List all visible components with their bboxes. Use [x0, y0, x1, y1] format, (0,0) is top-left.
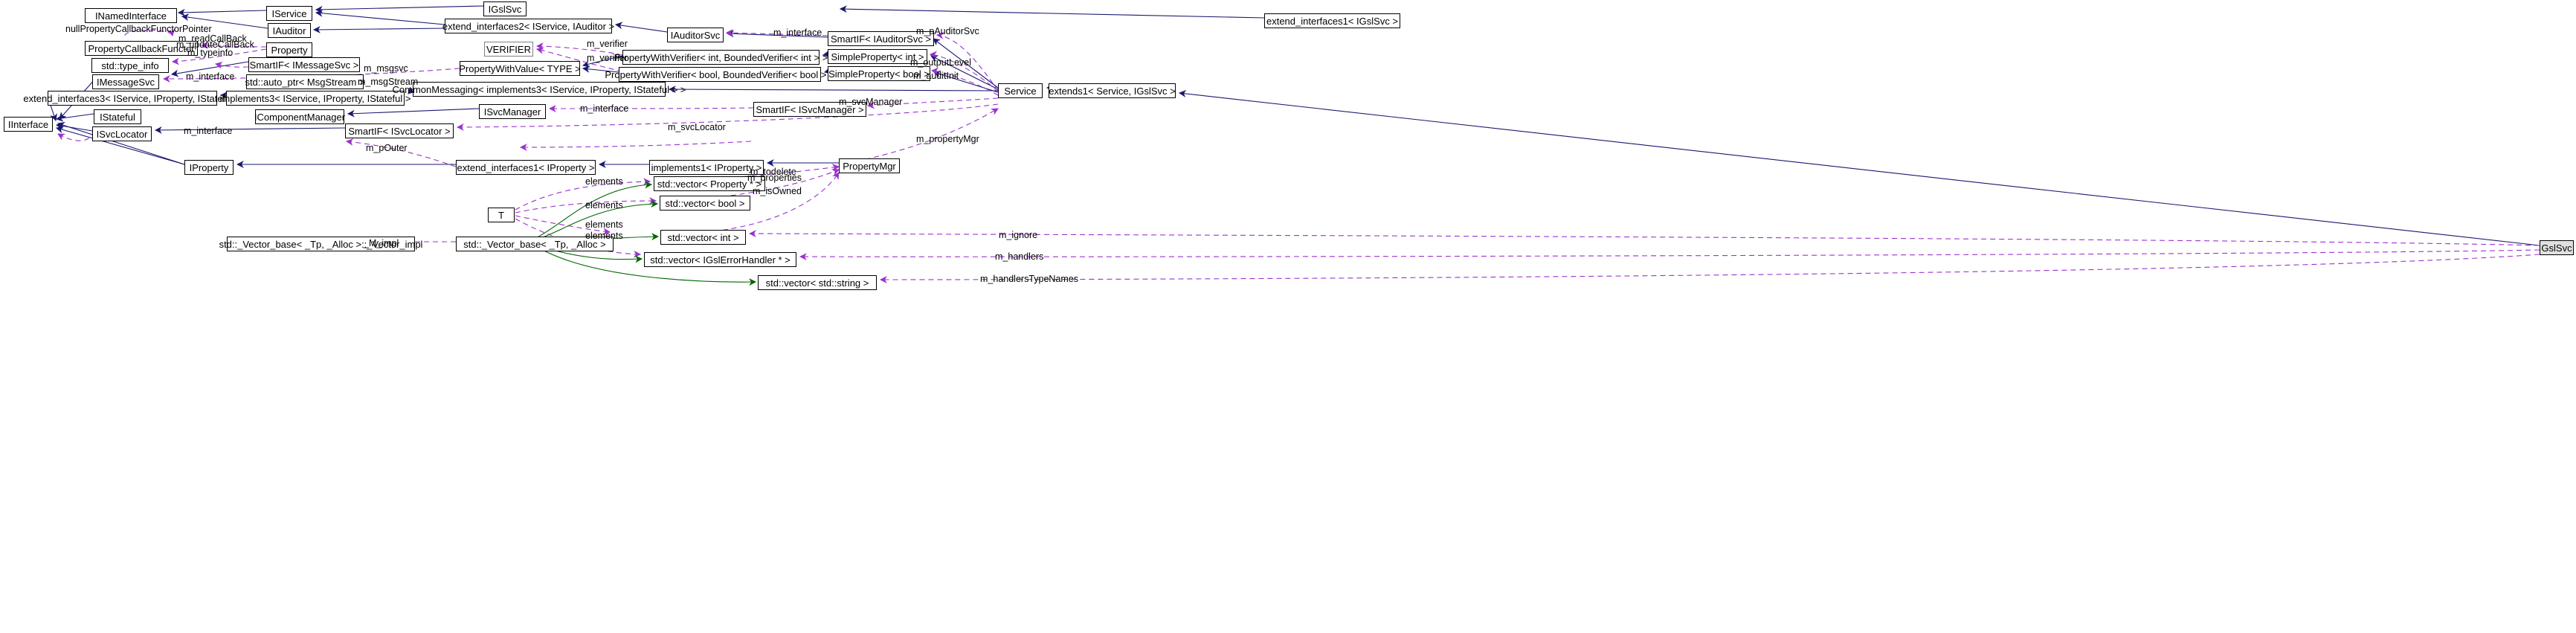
edge-label-elements3: elements	[585, 219, 623, 230]
edge-label-handlerstypenames: m_handlersTypeNames	[980, 274, 1079, 284]
class-node-extends1[interactable]: extends1< Service, IGslSvc >	[1049, 83, 1176, 98]
edge-label-auditinit: m_auditInit	[913, 71, 959, 81]
class-node-property[interactable]: Property	[266, 42, 312, 57]
edge-label-verifier2: m_verifier	[587, 53, 628, 63]
class-node-extend1_iproperty[interactable]: extend_interfaces1< IProperty >	[456, 160, 596, 175]
edge-label-handlers: m_handlers	[995, 251, 1044, 262]
edge-label-msgsvc: m_msgsvc	[364, 63, 408, 74]
edge-label-verifier1: m_verifier	[587, 39, 628, 49]
class-node-icomponentmanager[interactable]: IComponentManager	[254, 109, 345, 124]
class-node-implements3[interactable]: implements3< IService, IProperty, IState…	[220, 91, 411, 106]
class-node-propertymgr[interactable]: PropertyMgr	[839, 158, 900, 173]
edge-label-readcallback: m_readCallBack	[178, 33, 247, 44]
class-node-service[interactable]: Service	[998, 83, 1043, 98]
class-node-imessagesvc[interactable]: IMessageSvc	[92, 74, 159, 89]
class-node-t[interactable]: T	[488, 208, 515, 222]
edge-label-propertymgr: m_propertyMgr	[916, 134, 979, 144]
class-node-iservice[interactable]: IService	[266, 6, 312, 21]
edge-label-ignore: m_ignore	[999, 230, 1038, 240]
edge-label-interface_msgsvc: m_interface	[186, 71, 235, 82]
edge-label-svcmanager: m_svcManager	[839, 97, 903, 107]
class-node-iauditorsvc[interactable]: IAuditorSvc	[667, 28, 724, 42]
edge-label-nullpcfp: nullPropertyCallbackFunctorPointer	[65, 24, 212, 34]
edge-label-interface_svcloc: m_interface	[184, 126, 233, 136]
edge-label-interface_auditor: m_interface	[773, 28, 822, 38]
edge-label-mimpl: _M_impl	[364, 238, 399, 248]
class-node-pwv_type[interactable]: PropertyWithValue< TYPE >	[459, 61, 581, 76]
class-node-vector_errhandler[interactable]: std::vector< IGslErrorHandler * >	[644, 252, 796, 267]
class-node-smartif_isvclocator[interactable]: SmartIF< ISvcLocator >	[345, 123, 454, 138]
class-node-igslsvc_top[interactable]: IGslSvc	[483, 1, 527, 16]
edge-label-elements4: elements	[585, 231, 623, 241]
edge-label-properties: m_properties	[747, 173, 802, 183]
edge-label-outputlevel: m_outputLevel	[910, 57, 972, 68]
edge-label-interface_svcmgr: m_interface	[580, 103, 629, 114]
edge-label-pouter: m_pOuter	[366, 143, 408, 153]
class-node-extend1_igslsvc[interactable]: extend_interfaces1< IGslSvc >	[1264, 13, 1400, 28]
edge-label-elements1: elements	[585, 176, 623, 187]
edge-label-svclocator: m_svcLocator	[668, 122, 726, 132]
edge-label-pauditorsvc: m_pAuditorSvc	[916, 26, 979, 36]
class-node-iproperty[interactable]: IProperty	[184, 160, 234, 175]
class-node-extend2[interactable]: extend_interfaces2< IService, IAuditor >	[442, 19, 614, 33]
class-node-igslsvc_focus[interactable]: GslSvc	[2540, 240, 2574, 255]
class-node-iinterface[interactable]: IInterface	[4, 117, 53, 132]
class-node-simpleproperty_int[interactable]: SimpleProperty< int >	[828, 49, 927, 64]
edge-label-elements2: elements	[585, 200, 623, 211]
class-node-pwv_int[interactable]: PropertyWithVerifier< int, BoundedVerifi…	[614, 50, 828, 65]
class-node-pwv_bool[interactable]: PropertyWithVerifier< bool, BoundedVerif…	[605, 67, 835, 82]
edge-label-isowned: m_isOwned	[753, 186, 802, 196]
class-node-nullpcfp_host[interactable]: PropertyCallbackFunctor	[85, 41, 198, 56]
class-node-smartif_iauditorsvc[interactable]: SmartIF< IAuditorSvc >	[828, 31, 934, 46]
class-node-vector_bool[interactable]: std::vector< bool >	[660, 196, 750, 211]
class-node-istateful[interactable]: IStateful	[94, 109, 141, 124]
edge-label-typeinfo: m_typeinfo	[187, 48, 234, 58]
class-node-implements1[interactable]: implements1< IProperty >	[649, 160, 764, 175]
class-node-isvcmanager[interactable]: ISvcManager	[479, 104, 546, 119]
class-node-commonmessaging[interactable]: CommonMessaging< implements3< IService, …	[393, 82, 686, 97]
class-node-vector_base_tp[interactable]: std::_Vector_base< _Tp, _Alloc >::_Vecto…	[219, 237, 422, 251]
class-node-smartif_imsgsvc[interactable]: SmartIF< IMessageSvc >	[248, 57, 360, 72]
edge-label-msgstream: m_msgStream	[358, 77, 419, 87]
class-node-isvclocator[interactable]: ISvcLocator	[92, 126, 152, 141]
class-node-iauditor[interactable]: IAuditor	[268, 23, 311, 38]
class-node-auto_ptr[interactable]: std::auto_ptr< MsgStream >	[245, 74, 365, 89]
class-node-inamedinterface[interactable]: INamedInterface	[85, 8, 177, 23]
class-node-vector_string[interactable]: std::vector< std::string >	[758, 275, 877, 290]
class-node-type_info[interactable]: std::type_info	[91, 58, 169, 73]
class-node-vector_int[interactable]: std::vector< int >	[660, 230, 746, 245]
class-node-verifier[interactable]: VERIFIER	[484, 42, 533, 57]
class-node-extend3[interactable]: extend_interfaces3< IService, IProperty,…	[23, 91, 242, 106]
